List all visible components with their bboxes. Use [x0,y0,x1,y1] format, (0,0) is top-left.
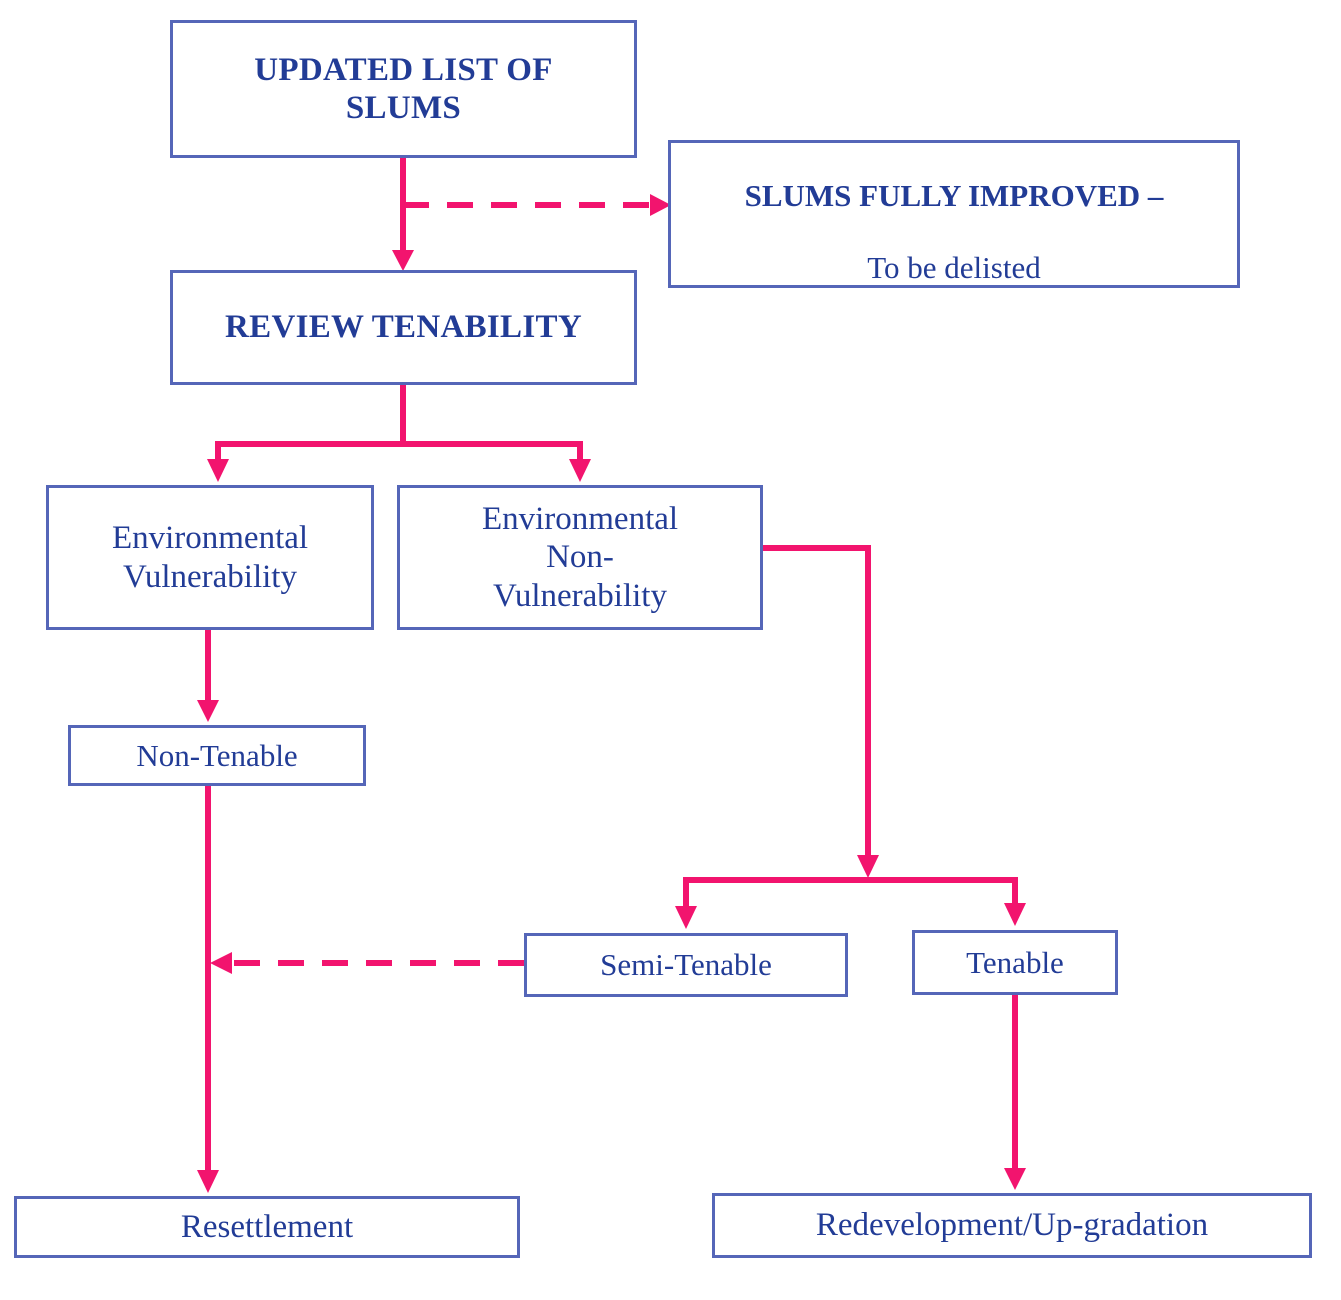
node-label: Resettlement [180,1208,354,1245]
edge-nontenable-to-resettlement-arrow [197,1170,219,1193]
node-label: Redevelopment/Up-gradation [815,1207,1209,1244]
node-redevelopment-upgradation[interactable]: Redevelopment/Up-gradation [712,1193,1312,1258]
edge-updatedlist-to-reviewtenability-arrow [392,250,414,271]
node-label: Semi-Tenable [600,947,772,983]
node-label-group: SLUMS FULLY IMPROVED – To be delisted [671,142,1237,286]
node-slums-fully-improved[interactable]: SLUMS FULLY IMPROVED – To be delisted [668,140,1240,288]
node-environmental-vulnerability[interactable]: Environmental Vulnerability [46,485,374,630]
node-resettlement[interactable]: Resettlement [14,1196,520,1258]
node-review-tenability[interactable]: REVIEW TENABILITY [170,270,637,385]
edge-envvuln-to-nontenable-arrow [197,700,219,722]
node-updated-list-of-slums[interactable]: UPDATED LIST OF SLUMS [170,20,637,158]
edge-envnonvuln-elbow [763,545,871,860]
edge-semitenable-to-resettlement-arrow [210,952,232,974]
edge-tenable-to-redevelopment-arrow [1004,1168,1026,1190]
node-semi-tenable[interactable]: Semi-Tenable [524,933,848,997]
node-non-tenable[interactable]: Non-Tenable [68,725,366,786]
node-label: REVIEW TENABILITY [225,309,582,346]
node-label: Non-Tenable [136,737,298,773]
edge-lowerfork-to-semitenable-arrow [675,906,697,929]
node-label-line1: SLUMS FULLY IMPROVED – [744,178,1164,214]
edge-envnonvuln-elbow-arrow [857,855,879,878]
node-label-line2: To be delisted [867,249,1041,285]
edge-reviewtenability-to-envnonvuln-arrow [569,459,591,482]
node-label: Environmental Vulnerability [111,520,309,595]
node-label: Environmental Non- Vulnerability [481,501,679,614]
node-label: Tenable [966,944,1064,980]
node-environmental-non-vulnerability[interactable]: Environmental Non- Vulnerability [397,485,763,630]
node-tenable[interactable]: Tenable [912,930,1118,995]
node-label: UPDATED LIST OF SLUMS [254,51,553,126]
edge-reviewtenability-to-envvuln-arrow [207,459,229,482]
edge-lowerfork-to-tenable-arrow [1004,903,1026,926]
